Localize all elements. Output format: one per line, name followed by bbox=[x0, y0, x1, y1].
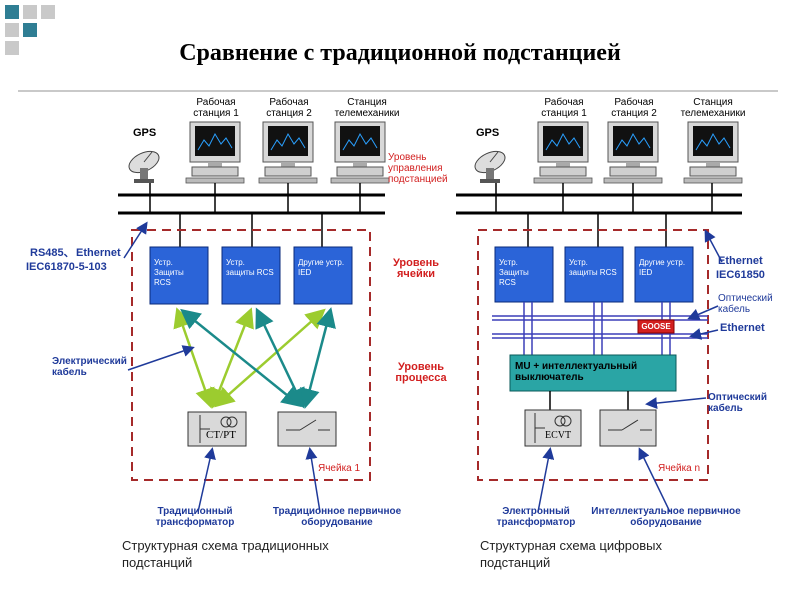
mu-box bbox=[509, 354, 677, 392]
ecvt-device bbox=[524, 409, 582, 447]
trad-transformer-label: Традиционный трансформатор bbox=[155, 506, 235, 528]
right-box2-text: Устр. защиты RCS bbox=[569, 258, 617, 277]
right-box1-text: Устр. Защиты RCS bbox=[499, 258, 529, 287]
left-caption: Структурная схема традиционных подстанци… bbox=[122, 538, 329, 570]
corner-square-6 bbox=[5, 41, 19, 55]
level-bay-label: Уровень ячейки bbox=[392, 257, 439, 280]
left-dashed-frame bbox=[131, 229, 371, 481]
intel-primary-label: Интеллектуальное первичное оборудование bbox=[591, 506, 741, 528]
left-box-rcs-1 bbox=[149, 246, 209, 305]
right-switch-device bbox=[599, 409, 657, 447]
ecvt-label: ECVT bbox=[545, 430, 572, 441]
left-telemech-computer-icon bbox=[330, 121, 390, 184]
protocol-ethernet-label: Ethernet bbox=[76, 247, 121, 259]
left-switch-device bbox=[277, 411, 337, 447]
level-process-label: Уровень процесса bbox=[395, 361, 447, 384]
right-iec-label: IEC61850 bbox=[716, 269, 765, 281]
ctpt-label: CT/PT bbox=[206, 429, 236, 441]
right-telemech-computer-icon bbox=[683, 121, 743, 184]
left-ws1-label: Рабочая станция 1 bbox=[193, 97, 239, 119]
trad-primary-label: Традиционное первичное оборудование bbox=[272, 506, 402, 528]
left-ws2-computer-icon bbox=[258, 121, 318, 184]
protocol-rs-label: RS485、 bbox=[30, 247, 75, 259]
optical2-label: Оптический кабель bbox=[708, 392, 767, 414]
left-ws1-computer-icon bbox=[185, 121, 245, 184]
right-ws2-computer-icon bbox=[603, 121, 663, 184]
corner-square-1 bbox=[5, 5, 19, 19]
mu-label: MU + интеллектуальный выключатель bbox=[515, 361, 638, 383]
left-gps-label: GPS bbox=[133, 127, 157, 139]
goose-tag bbox=[637, 319, 675, 334]
electric-cable-label: Электрический кабель bbox=[52, 356, 127, 378]
right-gps-label: GPS bbox=[476, 127, 500, 139]
right-cell-label: Ячейка n bbox=[658, 463, 701, 474]
page-title: Сравнение с традиционной подстанцией bbox=[179, 40, 621, 66]
optical1-label: Оптический кабель bbox=[718, 293, 773, 315]
goose-label: GOOSE bbox=[641, 322, 671, 331]
elec-transformer-label: Электронный трансформатор bbox=[496, 506, 576, 528]
corner-square-3 bbox=[41, 5, 55, 19]
right-ws1-computer-icon bbox=[533, 121, 593, 184]
level-substation-label: Уровень управления подстанцией bbox=[388, 152, 448, 185]
left-box1-text: Устр. Защиты RCS bbox=[154, 258, 184, 287]
right-telemech-label: Станция телемеханики bbox=[680, 97, 746, 119]
title-divider bbox=[18, 90, 778, 92]
corner-square-2 bbox=[23, 5, 37, 19]
left-box2-text: Устр. защиты RCS bbox=[226, 258, 274, 277]
corner-square-5 bbox=[23, 23, 37, 37]
left-box-ied bbox=[293, 246, 353, 305]
left-box-rcs-2 bbox=[221, 246, 281, 305]
left-diagram bbox=[118, 121, 390, 513]
left-gps-dish-icon bbox=[125, 146, 163, 184]
protocol-iec-label: IEC61870-5-103 bbox=[26, 261, 107, 273]
right-caption: Структурная схема цифровых подстанций bbox=[480, 538, 662, 570]
right-diagram bbox=[456, 121, 743, 513]
left-telemech-label: Станция телемеханики bbox=[334, 97, 400, 119]
right-box3-text: Другие устр. IED bbox=[639, 258, 686, 277]
left-ws2-label: Рабочая станция 2 bbox=[266, 97, 312, 119]
corner-square-4 bbox=[5, 23, 19, 37]
right-ethernet-label: Ethernet bbox=[718, 255, 763, 267]
right-ws2-label: Рабочая станция 2 bbox=[611, 97, 657, 119]
right-gps-dish-icon bbox=[471, 146, 509, 184]
right-ws1-label: Рабочая станция 1 bbox=[541, 97, 587, 119]
left-ctpt-device bbox=[187, 411, 247, 447]
left-box3-text: Другие устр. IED bbox=[298, 258, 345, 277]
left-cell-label: Ячейка 1 bbox=[318, 463, 361, 474]
right-ethernet-goose-label: Ethernet bbox=[720, 322, 765, 334]
